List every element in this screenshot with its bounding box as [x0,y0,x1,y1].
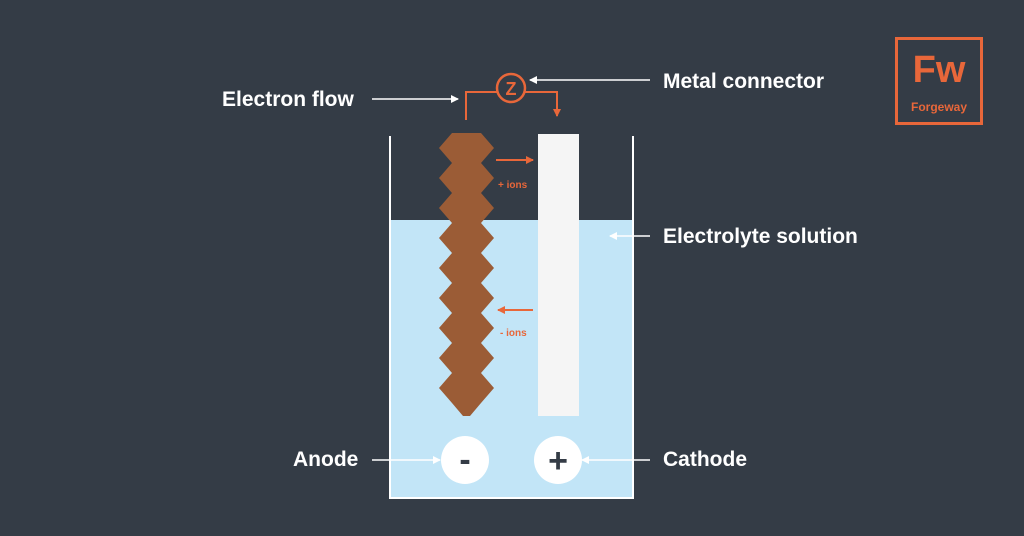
positive-ions-label: + ions [498,180,528,191]
electrolyte-solution-label: Electrolyte solution [663,225,858,248]
cathode-electrode [538,134,579,416]
anode-terminal [441,436,489,484]
anode-label: Anode [293,448,359,471]
cathode-sign: + [548,442,568,480]
anode-sign: - [459,441,470,479]
metal-connector-wire-right [525,91,561,117]
cathode-terminal [534,436,582,484]
electron-flow-label: Electron flow [222,88,354,111]
meter-symbol: Z [506,79,517,99]
beaker-container [389,136,634,499]
negative-ions-label: - ions [500,328,527,339]
cathode-label: Cathode [663,448,747,471]
electrolyte-solution [390,220,633,498]
meter-icon [495,72,527,104]
anode-electrode [439,133,494,416]
metal-connector-label: Metal connector [663,70,825,93]
metal-connector-wire [465,91,497,120]
logo-monogram: Fw [912,49,966,91]
forgeway-logo: Fw Forgeway [895,37,983,125]
logo-name: Forgeway [910,100,967,114]
